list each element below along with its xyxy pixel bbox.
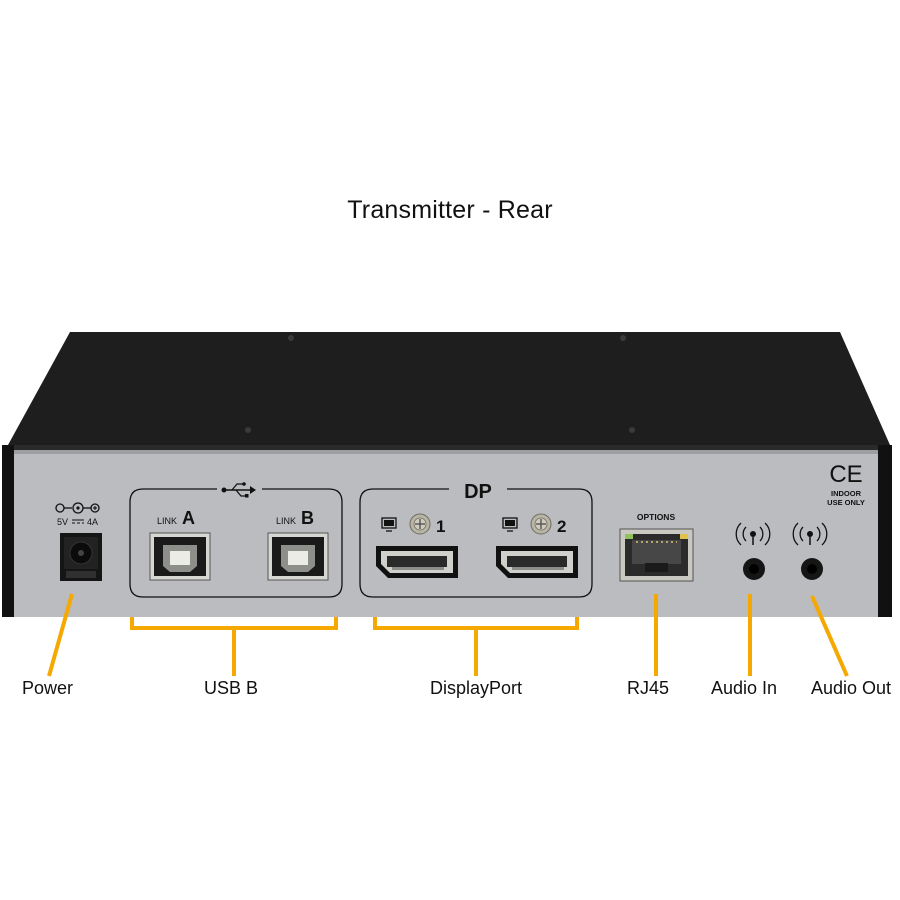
callout-audio-out: Audio Out — [811, 678, 892, 698]
audio-out-leader — [810, 595, 849, 677]
audio-out-icon — [792, 522, 828, 546]
usb-b-port-a — [149, 532, 211, 581]
power-amps-label: 4A — [87, 517, 98, 527]
audio-in-jack — [743, 558, 765, 580]
usb-bracket — [130, 617, 338, 630]
usb-group-outline — [129, 488, 343, 598]
monitor-icon — [502, 517, 518, 532]
audio-in-icon — [735, 522, 771, 546]
displayport-1 — [376, 546, 458, 578]
displayport-2 — [496, 546, 578, 578]
chassis-top — [8, 332, 890, 445]
monitor-icon — [381, 517, 397, 532]
rj45-port — [619, 528, 694, 582]
dp-bracket — [373, 617, 579, 630]
dp-group-outline — [359, 488, 593, 598]
power-polarity-icon — [55, 502, 100, 514]
callout-leaders — [47, 593, 849, 677]
link-b-letter: B — [301, 508, 314, 528]
dp-port-2-number: 2 — [557, 517, 566, 536]
thumbscrew-icon — [409, 513, 431, 535]
usb-icon — [221, 482, 256, 498]
ce-mark: CE — [829, 461, 862, 488]
usb-b-port-b — [267, 532, 329, 581]
indoor-line-2: USE ONLY — [827, 498, 865, 507]
power-jack — [60, 533, 102, 581]
thumbscrew-icon — [530, 513, 552, 535]
callout-audio-in: Audio In — [711, 678, 778, 698]
power-volts-label: 5V — [57, 517, 68, 527]
diagram-title: Transmitter - Rear — [347, 196, 553, 224]
power-leader — [47, 593, 74, 677]
options-label: OPTIONS — [637, 512, 676, 522]
callout-power: Power — [22, 678, 74, 698]
link-a-prefix: LINK — [157, 516, 177, 526]
indoor-line-1: INDOOR — [831, 489, 862, 498]
dp-heading: DP — [464, 481, 492, 503]
faceplate — [14, 450, 878, 617]
link-a-letter: A — [182, 508, 195, 528]
link-b-prefix: LINK — [276, 516, 296, 526]
callout-displayport: DisplayPort — [430, 678, 523, 698]
callout-usb-b: USB B — [204, 678, 259, 698]
audio-out-jack — [801, 558, 823, 580]
dp-port-1-number: 1 — [436, 517, 445, 536]
callout-rj45: RJ45 — [627, 678, 670, 698]
